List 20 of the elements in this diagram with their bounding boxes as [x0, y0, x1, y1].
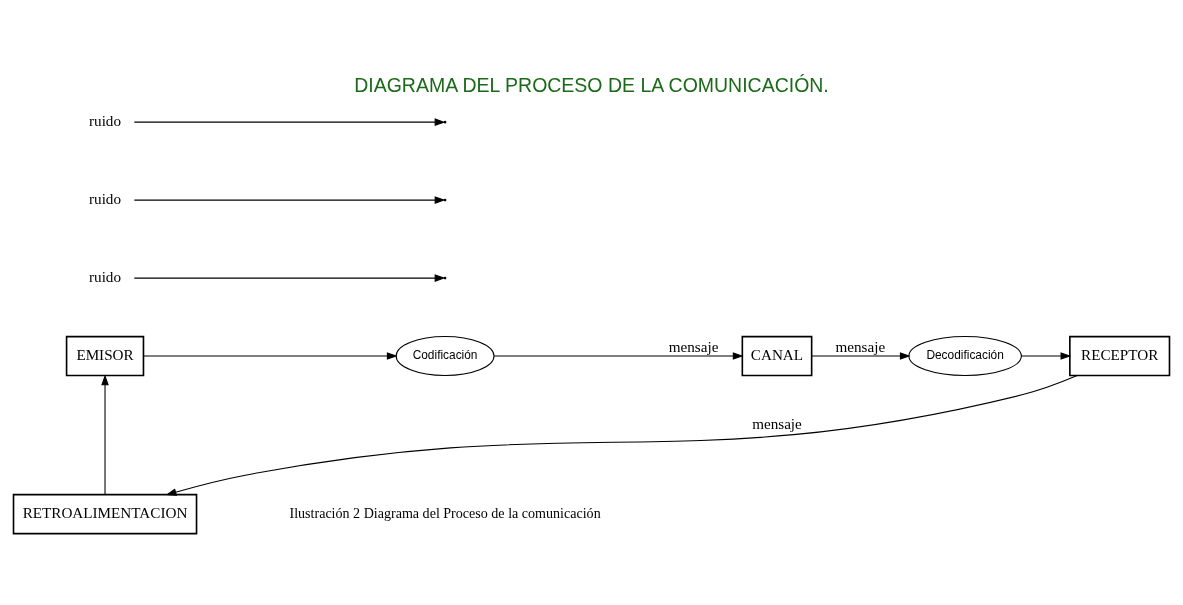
arrow — [165, 374, 1078, 496]
node-box: RECEPTOR — [1069, 335, 1171, 376]
arrow — [143, 351, 398, 360]
node-box: RETROALIMENTACION — [12, 493, 198, 534]
edge-label: mensaje — [668, 337, 719, 355]
arrow — [1020, 351, 1072, 360]
node-box: CANAL — [741, 335, 813, 376]
arrow — [493, 351, 744, 360]
edge-label: mensaje — [752, 414, 802, 432]
caption: Ilustración 2 Diagrama del Proceso de la comunicación — [289, 504, 601, 521]
edge-label: mensaje — [835, 337, 886, 355]
node-ellipse: Codificación — [395, 335, 495, 376]
node-text: ruido — [89, 189, 122, 207]
node-text: ruido — [89, 111, 122, 129]
arrow — [101, 373, 109, 495]
node-text: ruido — [89, 267, 122, 285]
node-ellipse: Decodificación — [908, 335, 1022, 376]
diagram-title: DIAGRAMA DEL PROCESO DE LA COMUNICACIÓN. — [354, 73, 829, 96]
node-box: EMISOR — [65, 335, 145, 376]
arrow — [811, 351, 911, 360]
